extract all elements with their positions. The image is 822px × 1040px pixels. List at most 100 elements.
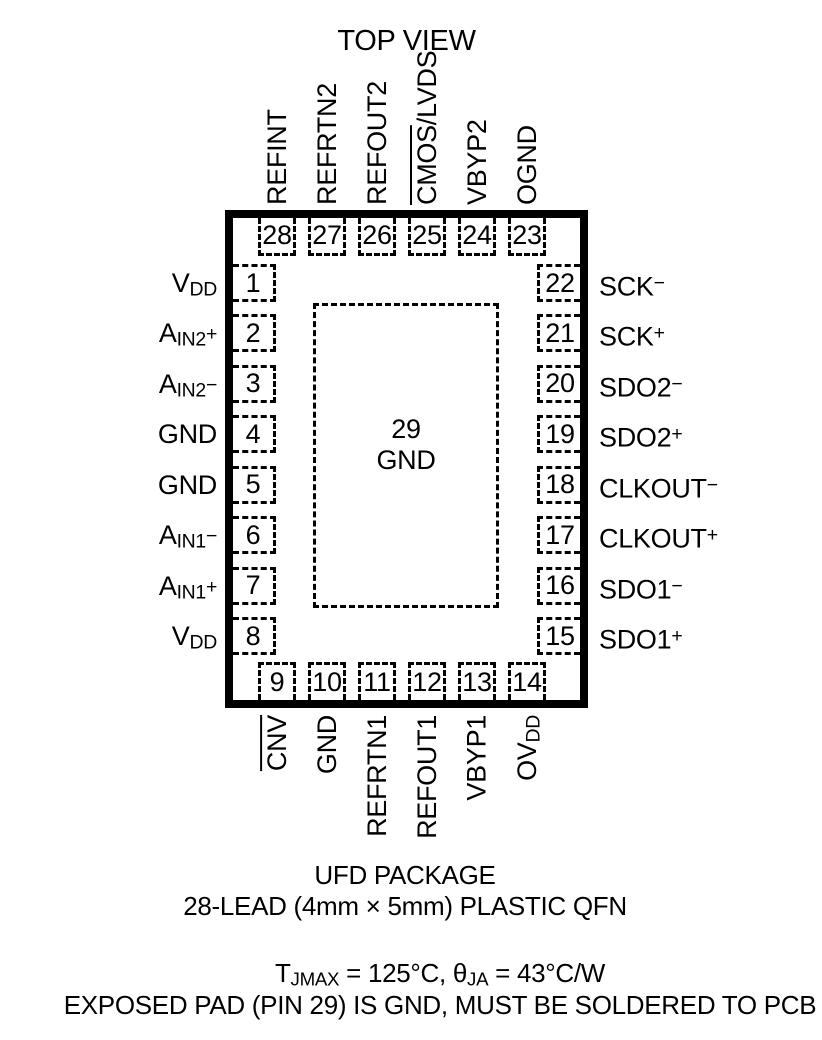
pin-number-20: 20 [545, 368, 575, 399]
pin-label-14: OVDD [510, 715, 544, 781]
pin-number-3: 3 [245, 368, 261, 399]
pin-label-25: CMOS/LVDS [410, 51, 444, 205]
label-segment: DD [189, 631, 218, 654]
pin-pad-22: 22 [537, 264, 580, 302]
pin-number-21: 21 [545, 317, 575, 348]
pin-pad-16: 16 [537, 566, 580, 605]
pin-label-26: REFOUT2 [360, 81, 394, 205]
label-segment: OV [512, 742, 542, 781]
pin-number-28: 28 [262, 220, 292, 250]
pin-pad-18: 18 [537, 465, 580, 504]
pin-pad-15: 15 [537, 617, 580, 655]
footer-thermal-note: TJMAX = 125°C, θJA = 43°C/W [58, 958, 822, 990]
label-segment: GND [157, 469, 217, 500]
label-segment: = 125°C, θ [339, 958, 468, 988]
pin-number-27: 27 [312, 220, 342, 250]
label-segment: VBYP1 [462, 715, 492, 801]
label-segment: − [706, 473, 718, 496]
center-pad-label: GND [376, 444, 436, 475]
pin-pad-3: 3 [233, 364, 276, 403]
pin-pad-28: 28 [258, 218, 296, 256]
pin-pad-1: 1 [233, 264, 276, 302]
pin-number-10: 10 [312, 667, 342, 697]
pin-number-4: 4 [245, 418, 261, 449]
pin-label-13: VBYP1 [460, 715, 494, 801]
label-segment: JMAX [290, 968, 340, 990]
label-segment: + [653, 322, 665, 345]
pin-pad-13: 13 [458, 662, 496, 700]
pin-pad-20: 20 [537, 364, 580, 403]
pin-pad-21: 21 [537, 314, 580, 353]
label-segment: DD [189, 278, 218, 301]
label-segment: − [653, 272, 665, 294]
package-outline [225, 210, 588, 708]
pin-label-1: VDD [0, 268, 218, 301]
label-segment: IN2 [176, 328, 207, 351]
label-segment: OGND [512, 125, 542, 205]
pin-label-20: SDO2− [599, 369, 683, 403]
center-pad: 29 GND [313, 303, 499, 608]
pin-number-9: 9 [269, 667, 285, 697]
pin-pad-9: 9 [258, 662, 296, 700]
label-segment: + [205, 323, 217, 346]
label-segment: REFOUT2 [362, 81, 392, 205]
pin-number-1: 1 [245, 267, 261, 298]
pin-label-19: SDO2+ [599, 419, 683, 453]
label-segment: + [671, 423, 683, 446]
pin-number-26: 26 [362, 220, 392, 250]
pin-number-18: 18 [545, 469, 575, 500]
label-segment: JA [467, 968, 489, 990]
pin-number-12: 12 [412, 667, 442, 697]
pin-label-16: SDO1− [599, 571, 683, 605]
label-segment: IN2 [176, 379, 207, 402]
pin-label-21: SCK+ [599, 318, 665, 352]
pin-label-8: VDD [0, 621, 218, 654]
pin-label-24: VBYP2 [460, 119, 494, 205]
label-segment: − [671, 574, 683, 597]
pin-label-11: REFRTN1 [360, 715, 394, 837]
pin-label-28: REFINT [260, 109, 294, 205]
pin-pad-24: 24 [458, 218, 496, 256]
pin-number-2: 2 [245, 317, 261, 348]
label-segment: + [205, 575, 217, 598]
label-segment: A [158, 520, 177, 551]
label-segment: GND [312, 715, 342, 775]
pin-pad-5: 5 [233, 465, 276, 504]
pin-pad-17: 17 [537, 516, 580, 555]
label-segment: SDO2 [599, 372, 672, 403]
pin-pad-25: 25 [408, 218, 446, 256]
pin-pad-26: 26 [358, 218, 396, 256]
pin-number-14: 14 [512, 667, 542, 697]
pin-pad-11: 11 [358, 662, 396, 700]
pin-label-5: GND [0, 470, 217, 500]
pin-pad-23: 23 [508, 218, 546, 256]
pin-pad-27: 27 [308, 218, 346, 256]
pin-number-16: 16 [545, 570, 575, 601]
label-segment: CLKOUT [599, 523, 707, 554]
pin-pad-14: 14 [508, 662, 546, 700]
pin-label-15: SDO1+ [599, 621, 683, 655]
pin-label-2: AIN2+ [0, 318, 217, 351]
pin-number-25: 25 [412, 220, 442, 250]
label-segment: + [671, 625, 683, 647]
label-segment: IN1 [176, 581, 207, 604]
label-segment: SDO1 [599, 574, 672, 605]
label-segment: /LVDS [412, 50, 442, 126]
pin-label-6: AIN1− [0, 520, 217, 552]
pin-label-22: SCK− [599, 268, 665, 302]
label-segment: GND [157, 419, 217, 450]
pin-label-7: AIN1+ [0, 571, 217, 604]
pin-number-6: 6 [245, 519, 261, 550]
page-title: TOP VIEW [337, 25, 476, 57]
pin-number-17: 17 [545, 519, 575, 550]
pin-label-9: CNV [260, 715, 294, 771]
pin-pad-4: 4 [233, 415, 276, 454]
pin-number-24: 24 [462, 220, 492, 250]
pin-label-23: OGND [510, 125, 544, 205]
label-segment: REFRTN2 [312, 83, 342, 205]
pin-pad-6: 6 [233, 516, 276, 555]
footer-package-desc: 28-LEAD (4mm × 5mm) PLASTIC QFN [183, 891, 627, 921]
pin-pad-7: 7 [233, 566, 276, 605]
pin-pad-12: 12 [408, 662, 446, 700]
pin-label-18: CLKOUT− [599, 470, 718, 503]
